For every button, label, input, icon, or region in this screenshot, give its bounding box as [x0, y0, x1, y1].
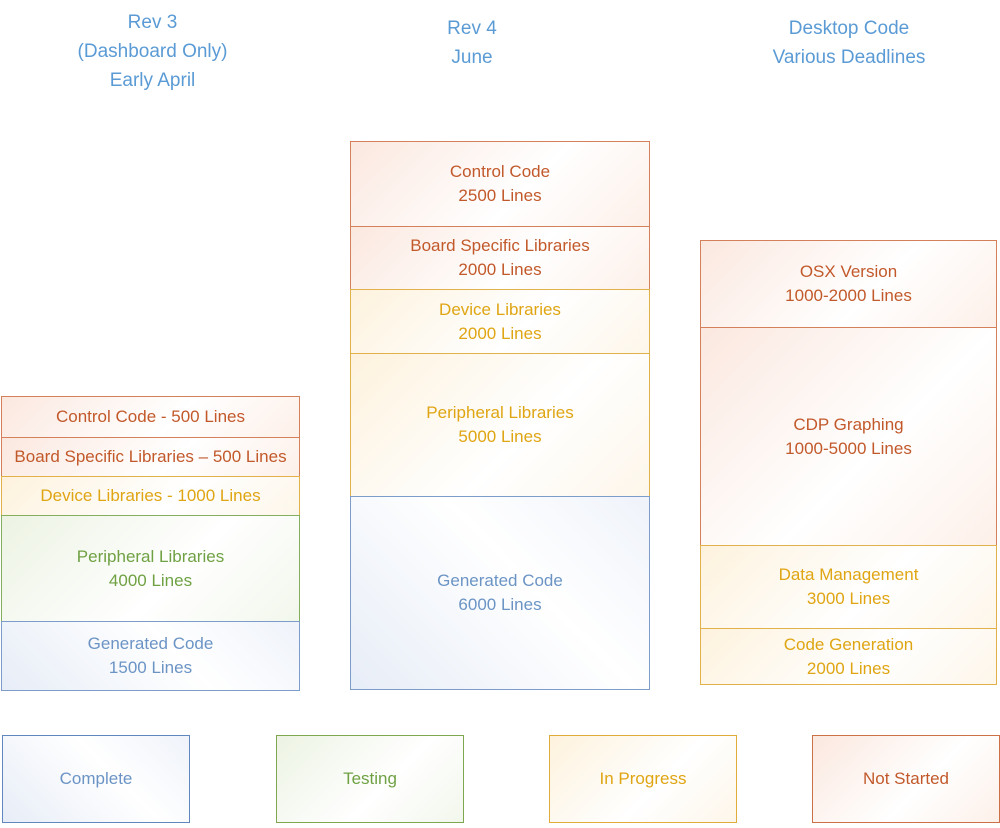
- segment-rev4-board-specific-libraries: Board Specific Libraries 2000 Lines: [350, 226, 650, 290]
- segment-title: Code Generation: [783, 634, 914, 654]
- column-header-rev3: Rev 3 (Dashboard Only) Early April: [0, 8, 305, 95]
- header-line: Rev 3: [127, 12, 178, 33]
- segment-rev4-control-code: Control Code 2500 Lines: [350, 141, 650, 227]
- column-header-desktop: Desktop Code Various Deadlines: [724, 14, 974, 72]
- segment-title: Device Libraries - 1000 Lines: [40, 486, 261, 505]
- segment-desktop-code-generation: Code Generation 2000 Lines: [700, 628, 997, 685]
- column-rev4: Control Code 2500 Lines Board Specific L…: [350, 141, 650, 690]
- segment-subtitle: 1000-5000 Lines: [785, 438, 912, 458]
- header-line: June: [451, 47, 493, 68]
- legend-label: Not Started: [863, 769, 949, 788]
- segment-desktop-cdp-graphing: CDP Graphing 1000-5000 Lines: [700, 327, 997, 546]
- legend-label: In Progress: [599, 769, 687, 788]
- segment-rev3-generated-code: Generated Code 1500 Lines: [1, 621, 300, 691]
- legend-label: Testing: [343, 769, 397, 788]
- column-rev3: Control Code - 500 Lines Board Specific …: [1, 396, 300, 691]
- segment-title: OSX Version: [799, 262, 898, 281]
- segment-title: Peripheral Libraries: [426, 403, 574, 422]
- legend-label: Complete: [59, 769, 133, 788]
- segment-rev4-peripheral-libraries: Peripheral Libraries 5000 Lines: [350, 353, 650, 497]
- segment-subtitle: 6000 Lines: [458, 595, 542, 614]
- header-line: Desktop Code: [788, 18, 910, 39]
- segment-title: Control Code: [449, 162, 551, 181]
- segment-title: Peripheral Libraries: [76, 546, 225, 566]
- segment-title: Generated Code: [437, 571, 563, 590]
- legend-not-started: Not Started: [812, 735, 1000, 823]
- segment-subtitle: 4000 Lines: [108, 570, 193, 590]
- segment-title: CDP Graphing: [793, 414, 904, 434]
- segment-desktop-osx-version: OSX Version 1000-2000 Lines: [700, 240, 997, 328]
- segment-subtitle: 2000 Lines: [458, 323, 542, 343]
- legend-testing: Testing: [276, 735, 464, 823]
- legend-complete: Complete: [2, 735, 190, 823]
- segment-title: Data Management: [778, 565, 919, 584]
- column-desktop-code: OSX Version 1000-2000 Lines CDP Graphing…: [700, 240, 997, 685]
- segment-title: Board Specific Libraries: [410, 236, 590, 255]
- segment-subtitle: 2000 Lines: [458, 260, 542, 279]
- segment-subtitle: 2000 Lines: [806, 658, 891, 678]
- segment-title: Board Specific Libraries – 500 Lines: [14, 447, 287, 466]
- header-line: Rev 4: [447, 18, 497, 39]
- segment-rev4-device-libraries: Device Libraries 2000 Lines: [350, 289, 650, 354]
- column-header-rev4: Rev 4 June: [347, 14, 597, 72]
- segment-rev3-board-specific-libraries: Board Specific Libraries – 500 Lines: [1, 437, 300, 477]
- segment-rev3-control-code: Control Code - 500 Lines: [1, 396, 300, 438]
- segment-title: Control Code - 500 Lines: [55, 407, 245, 426]
- segment-subtitle: 1000-2000 Lines: [785, 286, 912, 305]
- header-line: Early April: [109, 70, 196, 91]
- segment-title: Generated Code: [87, 634, 214, 653]
- header-line: (Dashboard Only): [77, 41, 228, 62]
- segment-title: Device Libraries: [439, 299, 561, 319]
- legend-in-progress: In Progress: [549, 735, 737, 823]
- header-line: Various Deadlines: [772, 47, 926, 68]
- segment-subtitle: 5000 Lines: [458, 427, 542, 446]
- segment-rev3-device-libraries: Device Libraries - 1000 Lines: [1, 476, 300, 516]
- segment-subtitle: 3000 Lines: [806, 589, 891, 608]
- segment-subtitle: 2500 Lines: [458, 186, 542, 205]
- segment-rev3-peripheral-libraries: Peripheral Libraries 4000 Lines: [1, 515, 300, 622]
- segment-desktop-data-management: Data Management 3000 Lines: [700, 545, 997, 629]
- segment-rev4-generated-code: Generated Code 6000 Lines: [350, 496, 650, 690]
- segment-subtitle: 1500 Lines: [108, 658, 193, 677]
